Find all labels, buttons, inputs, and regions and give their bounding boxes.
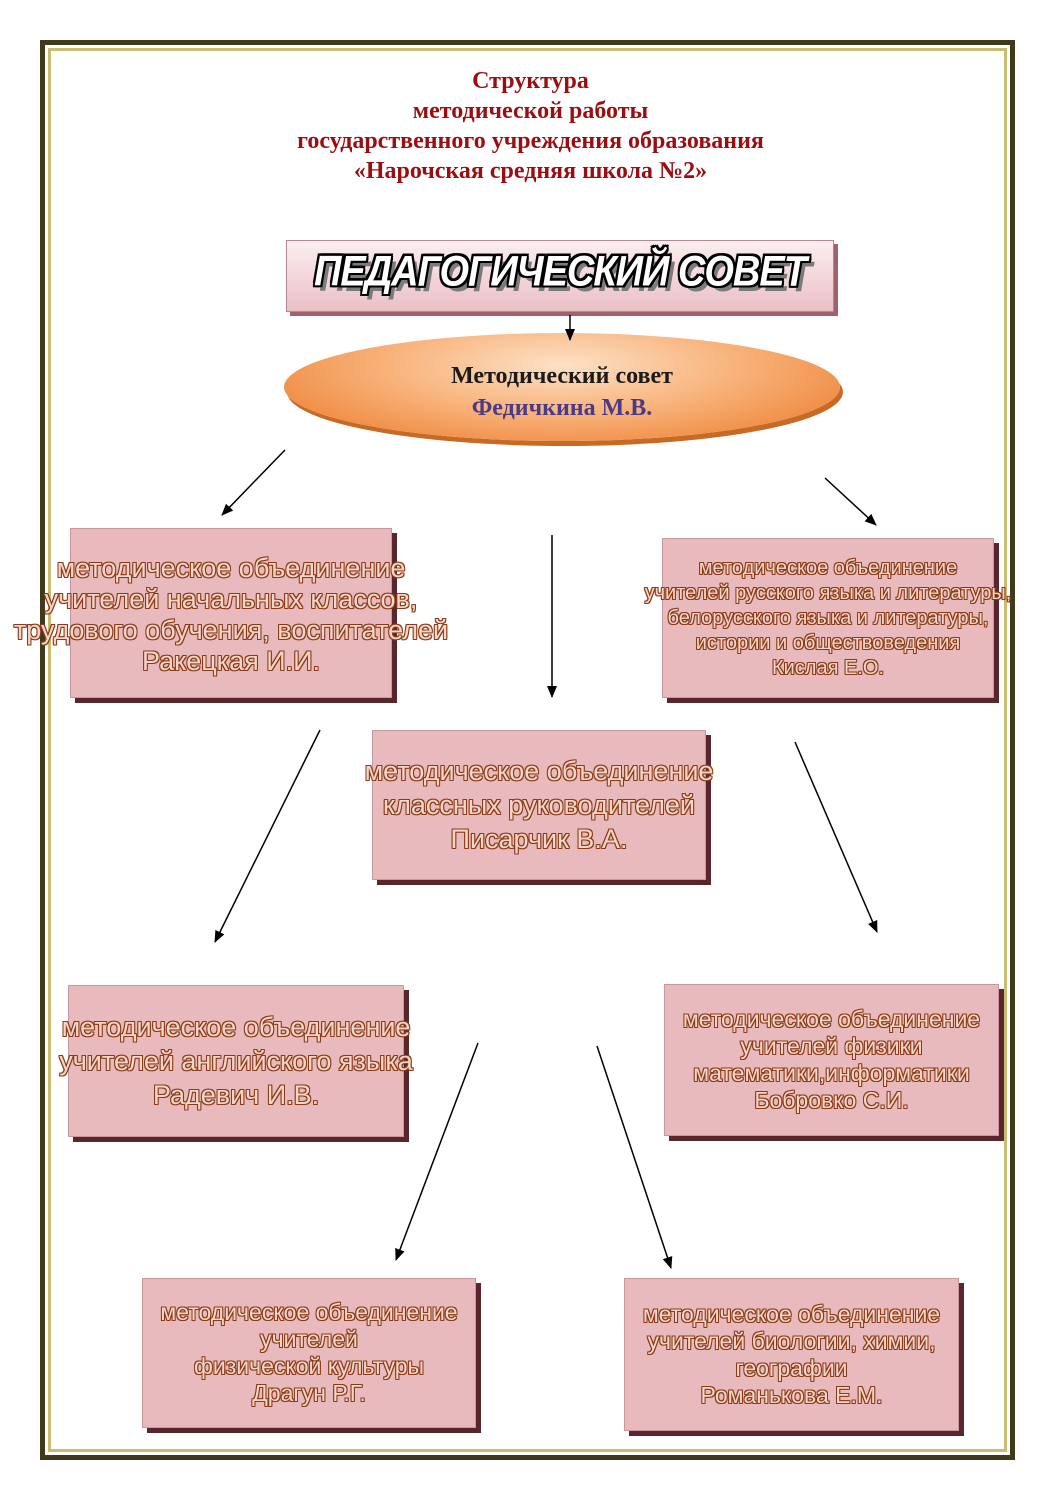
association-physical-education-line-1: методическое объединение — [160, 1299, 458, 1325]
association-primary: методическое объединение учителей началь… — [14, 528, 448, 698]
arrow-to-science — [596, 1045, 673, 1269]
diagram-title: Структура методической работы государств… — [150, 66, 911, 186]
association-science-line-4: Романькова Е.М. — [700, 1381, 883, 1408]
pedagogical-council-label: ПЕДАГОГИЧЕСКИЙ СОВЕТ — [314, 248, 807, 296]
title-line-4: «Нарочская средняя школа №2» — [353, 158, 708, 184]
association-english: методическое объединение учителей англий… — [59, 985, 413, 1137]
association-philology-line-4: истории и обществоведения — [695, 631, 961, 654]
association-physical-education-line-4: Драгун Р.Г. — [252, 1380, 366, 1406]
association-physics-math: методическое объединение учителей физики… — [664, 984, 999, 1136]
association-physical-education: методическое объединение учителей физиче… — [142, 1278, 476, 1428]
association-class-teachers: методическое объединение классных руково… — [365, 730, 713, 880]
association-primary-line-4: Ракецкая И.И. — [141, 646, 321, 676]
association-science-line-1: методическое объединение — [642, 1300, 941, 1327]
association-science-line-2: учителей биологии, химии, — [647, 1327, 936, 1354]
association-philology: методическое объединение учителей русско… — [645, 538, 1011, 698]
title-line-1: Структура — [472, 68, 589, 94]
association-class-teachers-line-3: Писарчик В.А. — [450, 824, 628, 854]
page-frame-inner — [48, 48, 1007, 1452]
association-physical-education-line-2: учителей — [260, 1326, 358, 1352]
association-philology-line-1: методическое объединение — [698, 556, 958, 579]
arrow-to-english — [214, 729, 321, 943]
title-line-3: государственного учреждения образования — [297, 128, 764, 154]
methodical-council-head: Федичкина М.В. — [471, 395, 653, 421]
title-line-2: методической работы — [412, 98, 649, 124]
association-physics-math-line-4: Бобровко С.И. — [754, 1087, 909, 1113]
association-philology-line-3: белорусского языка и литературы, — [667, 606, 989, 629]
association-english-line-2: учителей английского языка — [59, 1046, 413, 1076]
arrow-to-philology — [824, 477, 877, 526]
pedagogical-council-box: ПЕДАГОГИЧЕСКИЙ СОВЕТ — [286, 240, 834, 312]
association-primary-line-1: методическое объединение — [56, 553, 406, 583]
arrow-to-physics-math — [794, 741, 878, 933]
association-physics-math-line-1: методическое объединение — [682, 1006, 981, 1032]
association-physics-math-line-3: математики,информатики — [693, 1060, 970, 1086]
association-philology-line-5: Кислая Е.О. — [771, 656, 884, 679]
association-class-teachers-line-2: классных руководителей — [383, 790, 695, 820]
association-philology-line-2: учителей русского языка и литературы, — [644, 581, 1012, 604]
association-science-line-3: географии — [735, 1354, 848, 1381]
association-primary-line-3: трудового обучения, воспитателей — [13, 615, 449, 645]
methodical-council-title: Методический совет — [451, 363, 673, 389]
methodical-council-ellipse: Методический совет Федичкина М.В. — [284, 333, 840, 441]
arrow-to-primary — [221, 449, 286, 516]
association-physical-education-line-3: физической культуры — [193, 1353, 425, 1379]
association-primary-line-2: учителей начальных классов, — [44, 584, 418, 614]
association-science: методическое объединение учителей биолог… — [624, 1278, 959, 1431]
association-english-line-3: Радевич И.В. — [152, 1080, 320, 1110]
association-english-line-1: методическое объединение — [61, 1012, 411, 1042]
association-physics-math-line-2: учителей физики — [740, 1033, 923, 1059]
association-class-teachers-line-1: методическое объединение — [364, 756, 714, 786]
arrow-to-physical-education — [395, 1042, 479, 1261]
page-frame-outer — [40, 40, 1015, 1460]
